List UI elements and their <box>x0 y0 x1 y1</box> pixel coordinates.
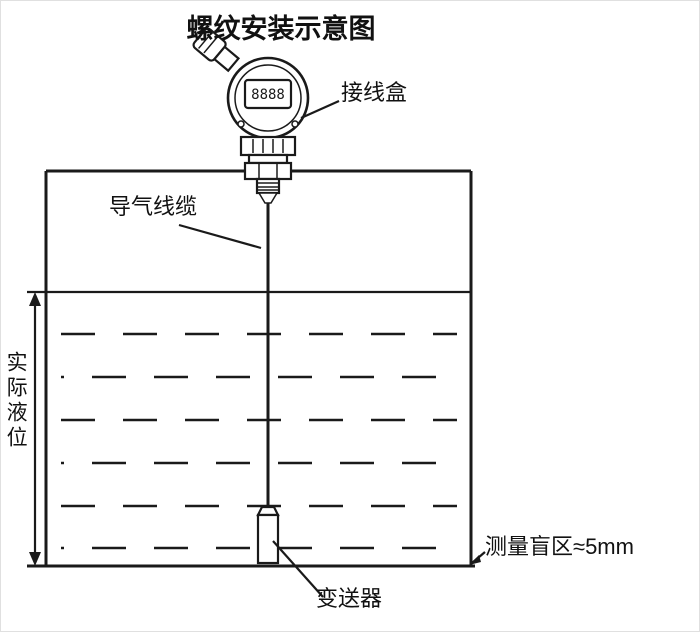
junction-box-label: 接线盒 <box>341 80 408 105</box>
junction-box-leader <box>300 99 340 120</box>
level-dimension-arrow <box>29 292 41 566</box>
blind-zone-label: 测量盲区≈5mm <box>485 534 634 559</box>
air-cable-label: 导气线缆 <box>109 194 198 219</box>
lcd-display: 8888 <box>243 78 293 110</box>
threaded-stub <box>255 177 281 204</box>
actual-level-label: 实际液位 <box>4 351 28 451</box>
probe-body <box>256 505 280 565</box>
neck-step <box>247 153 289 165</box>
hex-fitting <box>243 161 293 181</box>
lcd-digits: 8888 <box>251 87 285 103</box>
diagram-title: 螺纹安装示意图 <box>186 14 376 44</box>
air-cable-leader <box>178 223 262 250</box>
terminal-block <box>239 135 297 157</box>
transmitter-leader <box>272 540 324 598</box>
leader-lines <box>178 99 486 598</box>
blind-zone-arrowhead <box>469 555 481 565</box>
water-dashes <box>61 332 457 550</box>
transmitter-head: 8888 <box>192 27 310 204</box>
transmitter-label: 变送器 <box>316 586 383 611</box>
cable-gland <box>192 27 241 73</box>
